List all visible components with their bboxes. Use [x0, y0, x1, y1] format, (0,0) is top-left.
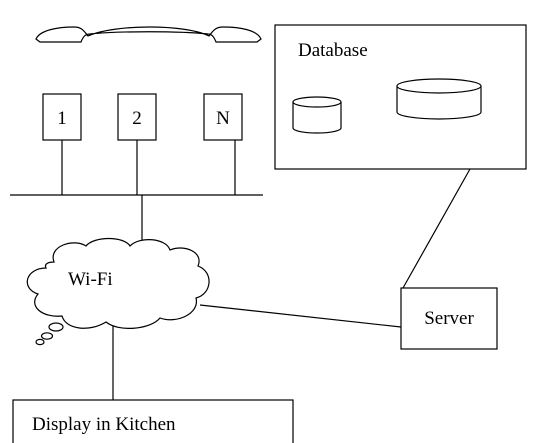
server-box: Server [400, 287, 498, 350]
database-cylinder-icon [292, 96, 342, 134]
terminal-1-label: 1 [57, 108, 67, 129]
database-cylinder-icon [396, 78, 482, 120]
kitchen-display-box: Display in Kitchen [12, 399, 294, 443]
terminal-2-label: 2 [132, 108, 142, 129]
terminal-1: 1 [42, 93, 82, 141]
database-box: Database [274, 24, 527, 170]
database-label: Database [298, 40, 368, 61]
terminal-n: N [203, 93, 243, 141]
wifi-label: Wi-Fi [68, 269, 113, 290]
wifi-cloud-icon [26, 237, 210, 346]
wifi-to-server-link [199, 304, 402, 328]
terminal-2: 2 [117, 93, 157, 141]
terminal-n-label: N [216, 108, 230, 129]
phone-handset-icon [35, 26, 262, 43]
server-label: Server [424, 308, 474, 329]
database-to-server-link [402, 168, 471, 289]
kitchen-display-label: Display in Kitchen [32, 414, 176, 435]
